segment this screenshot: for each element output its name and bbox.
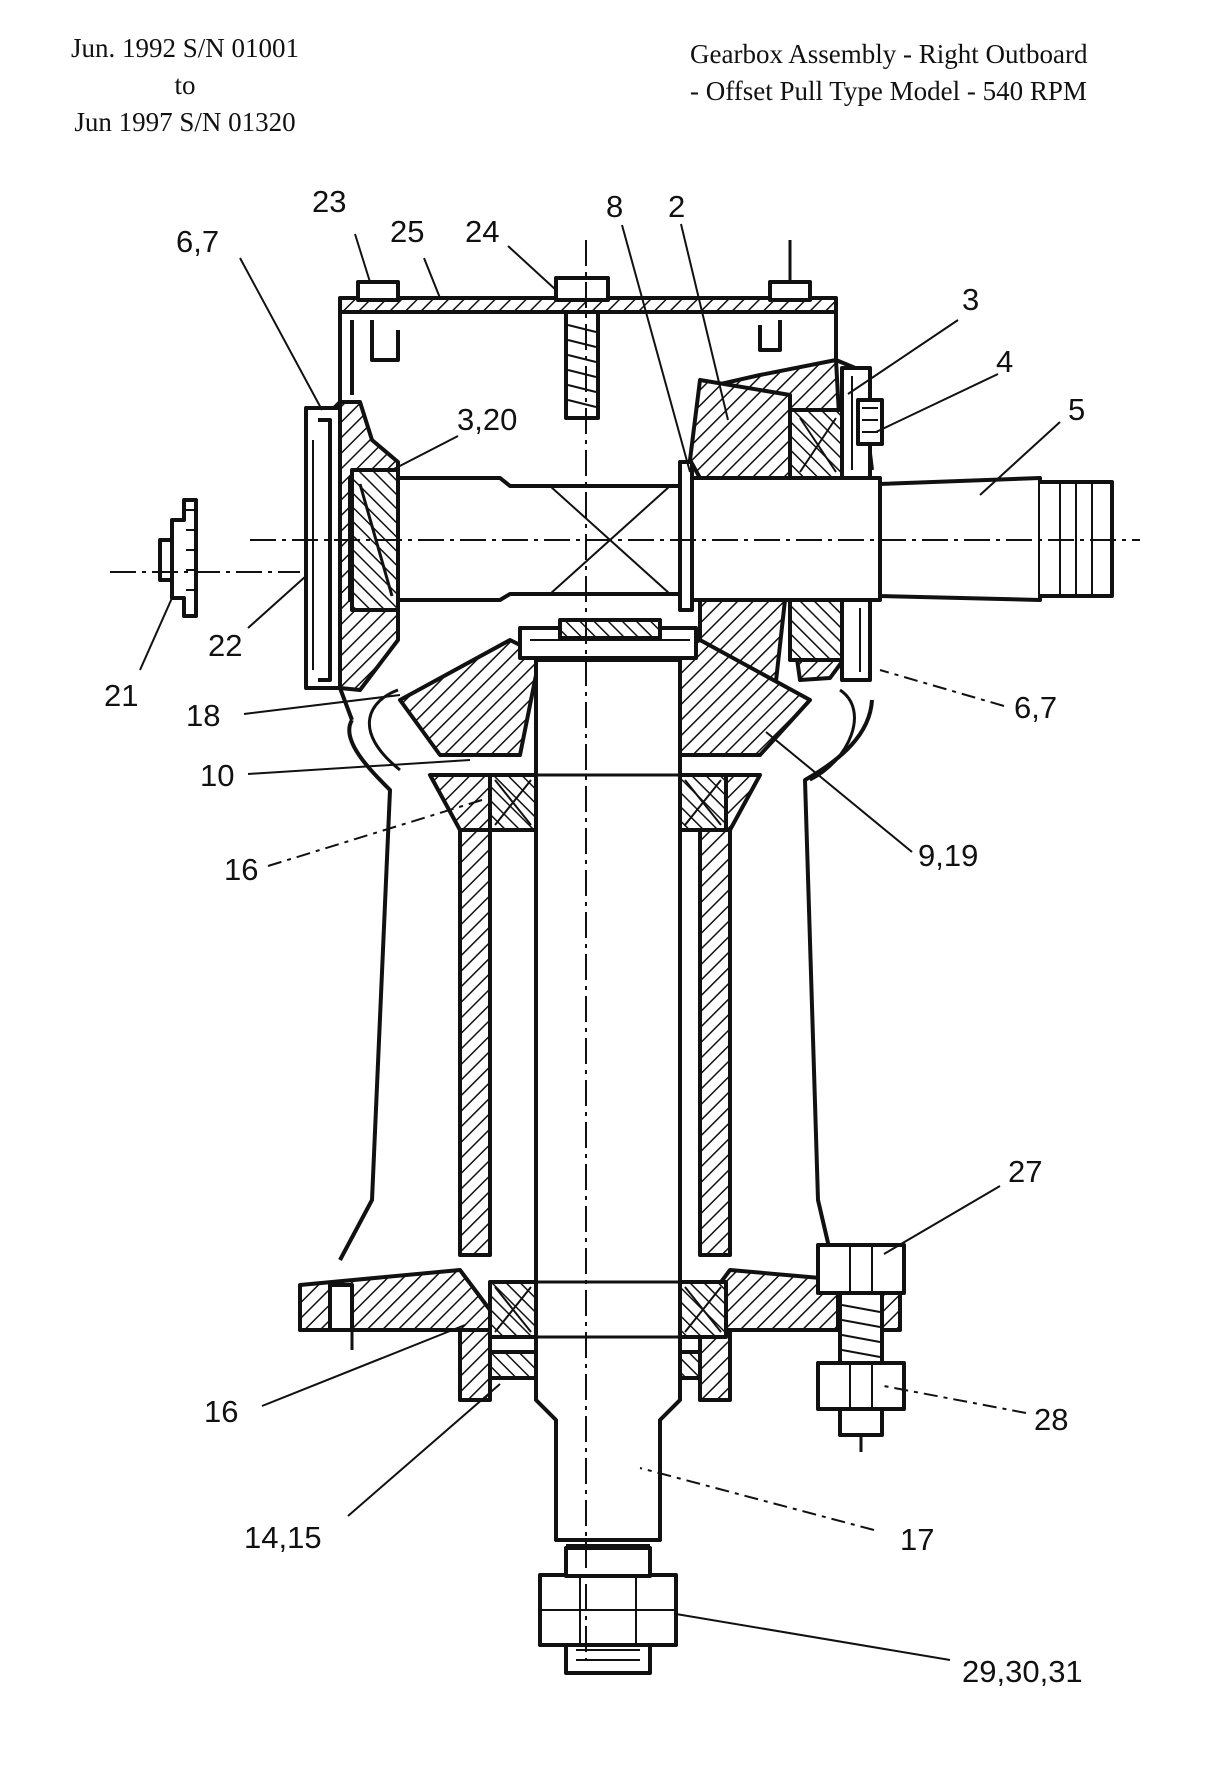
centre-lines <box>110 240 1140 1660</box>
callout-5: 5 <box>1068 392 1085 427</box>
callout-6-7-right: 6,7 <box>1014 690 1057 725</box>
date-range-header: Jun. 1992 S/N 01001 to Jun 1997 S/N 0132… <box>40 30 330 141</box>
callout-25: 25 <box>390 214 424 249</box>
callout-16-top: 16 <box>224 852 258 887</box>
diagram-title: Gearbox Assembly - Right Outboard - Offs… <box>690 36 1190 110</box>
callout-2: 2 <box>668 189 685 224</box>
callout-24: 24 <box>465 214 499 249</box>
callout-18: 18 <box>186 698 220 733</box>
flange-bolt-assembly <box>816 1243 906 1452</box>
gear-housing-lower <box>338 688 874 1261</box>
callout-9-19: 9,19 <box>918 838 978 873</box>
date-end-serial: Jun 1997 S/N 01320 <box>74 107 296 137</box>
seal-4 <box>856 398 884 446</box>
callout-17: 17 <box>900 1522 934 1557</box>
nut-28 <box>816 1361 906 1411</box>
input-shaft <box>348 398 1114 662</box>
callout-27: 27 <box>1008 1154 1042 1189</box>
bolt-27-head <box>816 1243 906 1295</box>
leader-lines <box>139 223 1061 1661</box>
callout-23: 23 <box>312 184 346 219</box>
diagram-title-line-2: - Offset Pull Type Model - 540 RPM <box>690 76 1087 106</box>
bevel-gears <box>398 378 812 757</box>
callout-labels: 23 25 24 8 2 6,7 3 4 5 3,20 22 21 18 6,7… <box>104 184 1085 1689</box>
spacer-8 <box>678 460 694 612</box>
callout-16-bottom: 16 <box>204 1394 238 1429</box>
output-shaft <box>488 658 728 1675</box>
diagram-title-line-1: Gearbox Assembly - Right Outboard <box>690 39 1088 69</box>
callout-21: 21 <box>104 678 138 713</box>
date-to-label: to <box>174 70 196 100</box>
bolt-right-cover <box>768 280 812 302</box>
callout-10: 10 <box>200 758 234 793</box>
top-bolts <box>356 240 812 420</box>
callout-3-20: 3,20 <box>457 402 517 437</box>
callout-28: 28 <box>1034 1402 1068 1437</box>
callout-3: 3 <box>962 282 979 317</box>
callout-22: 22 <box>208 628 242 663</box>
callout-6-7-top: 6,7 <box>176 224 219 259</box>
date-start-serial: Jun. 1992 S/N 01001 <box>70 33 300 63</box>
bolt-24-head <box>554 276 610 302</box>
seal-14-15-left <box>488 1350 538 1380</box>
plug-21 <box>158 498 198 618</box>
bolt-23 <box>356 280 400 302</box>
callout-29-30-31: 29,30,31 <box>962 1654 1083 1689</box>
callout-8: 8 <box>606 189 623 224</box>
callout-4: 4 <box>996 344 1013 379</box>
callout-14-15: 14,15 <box>244 1520 322 1555</box>
